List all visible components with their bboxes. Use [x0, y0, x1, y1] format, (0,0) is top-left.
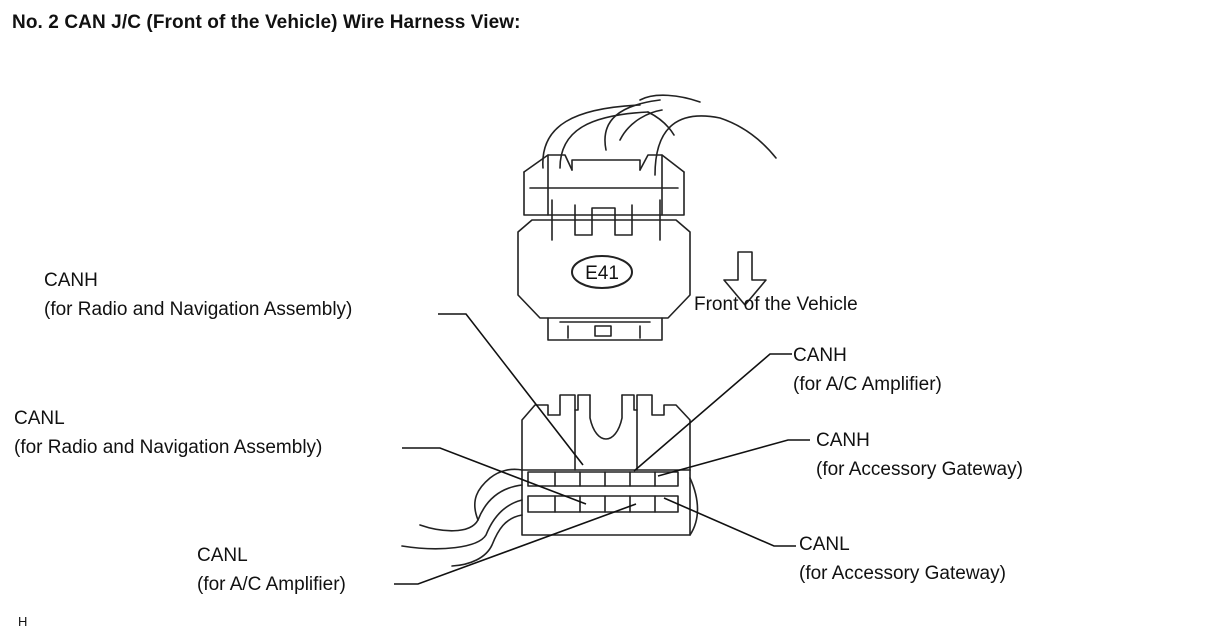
lower-connector-body [521, 394, 691, 536]
front-direction-arrow [723, 251, 767, 306]
leader-canl-ac [394, 503, 637, 585]
connector-code: E41 [585, 263, 619, 284]
callout-canl-radio: CANL (for Radio and Navigation Assembly) [14, 404, 322, 462]
leader-canh-radio [438, 313, 584, 466]
callout-signal: CANH [793, 345, 847, 366]
leader-canl-gateway [663, 497, 796, 547]
callout-target: (for Radio and Navigation Assembly) [44, 299, 353, 320]
leader-canh-ac [633, 353, 792, 472]
callout-canl-gateway: CANL (for Accessory Gateway) [799, 530, 1006, 588]
callout-signal: CANH [44, 270, 98, 291]
page-title: No. 2 CAN J/C (Front of the Vehicle) Wir… [12, 12, 521, 33]
footer-mark: H [18, 614, 28, 629]
callout-target: (for Radio and Navigation Assembly) [14, 437, 323, 458]
callout-canh-gateway: CANH (for Accessory Gateway) [816, 426, 1023, 484]
callout-canh-ac: CANH (for A/C Amplifier) [793, 341, 942, 399]
callout-target: (for A/C Amplifier) [793, 374, 942, 395]
callout-signal: CANL [799, 534, 850, 555]
callout-canl-ac: CANL (for A/C Amplifier) [197, 541, 346, 599]
callout-signal: CANH [816, 430, 870, 451]
callout-signal: CANL [197, 545, 248, 566]
leader-canh-gateway [657, 439, 810, 477]
callout-signal: CANL [14, 408, 65, 429]
connector-code-badge [571, 255, 633, 289]
callout-target: (for Accessory Gateway) [799, 563, 1006, 584]
direction-label: Front of the Vehicle [694, 294, 858, 315]
upper-harness-wires [542, 94, 777, 176]
callout-canh-radio: CANH (for Radio and Navigation Assembly) [44, 266, 352, 324]
callout-target: (for A/C Amplifier) [197, 574, 346, 595]
upper-connector-body [517, 154, 691, 341]
lower-harness-wires [401, 468, 699, 567]
callout-target: (for Accessory Gateway) [816, 459, 1023, 480]
leader-canl-radio [402, 447, 587, 505]
